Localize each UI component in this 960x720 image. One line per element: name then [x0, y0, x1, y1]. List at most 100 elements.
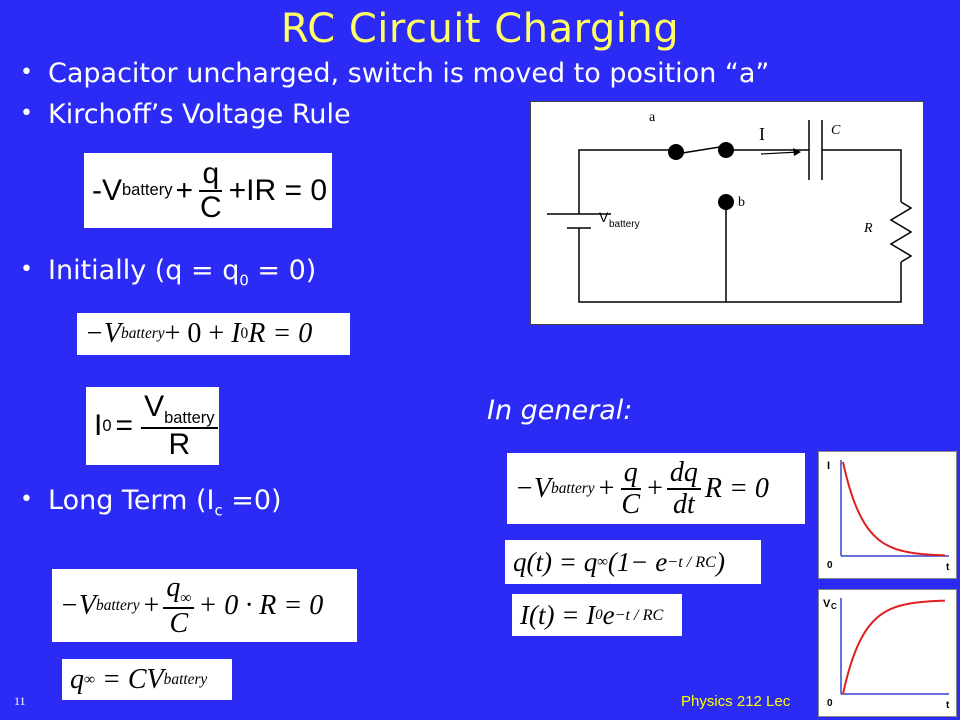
eq-term: −V: [515, 472, 551, 504]
eq-sub: battery: [164, 409, 215, 428]
circuit-svg: a b C R I V battery: [547, 110, 913, 303]
graph-voltage-svg: V C 0 t: [823, 598, 950, 711]
eq-sub: ∞: [180, 589, 192, 607]
time-axis-label: t: [946, 700, 950, 711]
eq-sub: ∞: [597, 553, 608, 570]
time-axis-label: t: [946, 562, 950, 573]
voltage-rise-curve: [842, 599, 946, 695]
switch-contact-a: [718, 142, 734, 158]
current-axis-label: I: [827, 460, 830, 472]
eq-plus: +: [143, 589, 160, 621]
bullet-capacitor-uncharged: • Capacitor uncharged, switch is moved to…: [20, 58, 769, 89]
eq-sub: ∞: [84, 670, 95, 688]
eq-sup: −t / RC: [667, 552, 716, 571]
bullet-kirchoff: • Kirchoff’s Voltage Rule: [20, 99, 351, 130]
eq-term: = CV: [94, 663, 164, 695]
eq-term: −V: [60, 589, 96, 621]
bullet-dot: •: [20, 487, 33, 512]
eq-plus: +: [598, 472, 615, 504]
switch-contact-left: [668, 144, 684, 160]
bullet-sub: 0: [239, 271, 249, 290]
eq-sub: 0: [595, 606, 603, 623]
graph-current-svg: I 0 t: [827, 460, 950, 573]
eq-equals: =: [115, 409, 134, 442]
eq-term: +IR = 0: [228, 173, 328, 207]
eq-term: R = 0: [248, 318, 313, 349]
graph-voltage-rise: V C 0 t: [818, 589, 957, 717]
eq-plus: +: [175, 173, 193, 207]
bullet-text: Long Term (I: [48, 485, 215, 516]
eq-term: e: [602, 599, 615, 630]
eq-term: + 0 +: [164, 318, 232, 349]
eq-term: R = 0: [704, 472, 769, 504]
eq-num: q: [620, 458, 641, 490]
eq-sub: 0: [240, 325, 249, 342]
eq-term: + 0 · R = 0: [198, 589, 324, 621]
eq-sup: −t / RC: [614, 605, 664, 624]
eq-num: q: [199, 158, 223, 192]
label-b: b: [738, 195, 745, 210]
equation-charge-time: q(t) = q∞(1− e−t / RC): [505, 540, 761, 584]
label-a: a: [649, 110, 656, 125]
eq-num: dq: [666, 458, 701, 490]
eq-den: C: [169, 607, 189, 639]
eq-term: ): [715, 546, 725, 577]
eq-term: q: [70, 663, 84, 695]
label-v-sub: battery: [609, 219, 640, 230]
eq-num: V: [144, 390, 165, 424]
eq-sub: battery: [96, 596, 140, 614]
label-current: I: [759, 124, 765, 144]
in-general-label: In general:: [487, 395, 633, 426]
page-number: 11: [14, 694, 26, 708]
circuit-diagram: a b C R I V battery: [530, 101, 924, 325]
graph-current-decay: I 0 t: [818, 451, 957, 579]
bullet-dot: •: [20, 60, 33, 85]
eq-sub: battery: [121, 325, 165, 342]
voltage-axis-sub: C: [831, 602, 837, 611]
switch-contact-b: [718, 194, 734, 210]
bullet-text-end: =0): [222, 485, 282, 516]
bullet-text: Initially (q = q: [48, 255, 240, 286]
eq-term: −V: [85, 318, 121, 349]
eq-term: (1− e: [607, 546, 668, 577]
origin-label: 0: [827, 698, 833, 709]
eq-den: R: [168, 428, 191, 462]
eq-den: C: [199, 190, 222, 224]
label-resistor: R: [863, 221, 873, 236]
bullet-sub: c: [214, 501, 223, 520]
eq-plus: +: [647, 472, 663, 504]
bullet-initially: • Initially (q = q0 = 0): [20, 255, 316, 289]
current-decay-curve: [842, 461, 946, 557]
voltage-axis-label: V: [823, 598, 831, 610]
origin-label: 0: [827, 560, 833, 571]
label-v: V: [599, 209, 609, 225]
course-footer: Physics 212 Lec: [681, 693, 791, 710]
bullet-dot: •: [20, 257, 33, 282]
eq-sub: battery: [551, 479, 595, 497]
eq-term: I: [231, 318, 241, 349]
eq-den: dt: [673, 488, 695, 520]
eq-term: I(t) = I: [520, 599, 596, 630]
bullet-dot: •: [20, 101, 33, 126]
bullet-text: Capacitor uncharged, switch is moved to …: [48, 58, 770, 89]
eq-den: C: [621, 488, 641, 520]
eq-fraction: q∞C: [163, 571, 195, 639]
eq-sub: battery: [122, 181, 173, 199]
label-capacitor: C: [831, 123, 841, 138]
eq-num: q: [166, 571, 181, 603]
resistor-zigzag: [889, 201, 913, 263]
bullet-text-end: = 0): [248, 255, 317, 286]
bullet-text: Kirchoff’s Voltage Rule: [48, 99, 351, 130]
eq-term: q(t) = q: [513, 546, 598, 577]
eq-sub: battery: [163, 670, 208, 688]
